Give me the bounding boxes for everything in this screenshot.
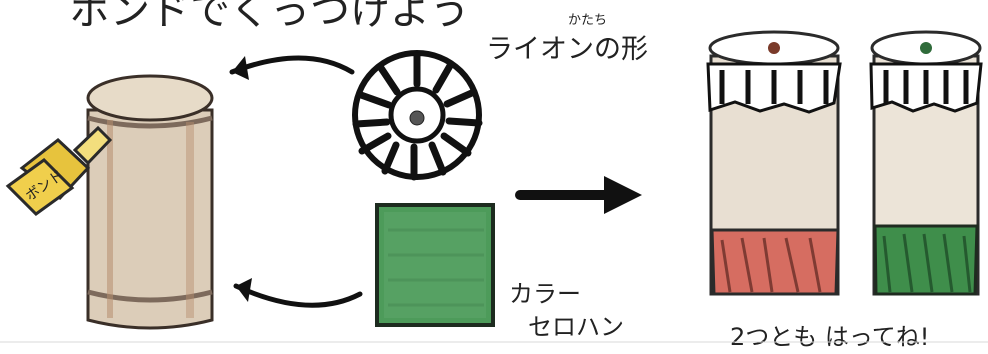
title-text: ボンドでくっつけよう	[70, 0, 470, 34]
cellophane-label-line2: セロハン	[528, 313, 624, 341]
lion-shape-label: ライオンの形	[486, 34, 648, 65]
cellophane-label-line1: カラー	[509, 280, 581, 308]
big-right-arrow	[515, 176, 642, 214]
lion-shape-disk	[352, 50, 483, 181]
arrow-to-tube-top	[229, 55, 355, 80]
bond-bottle: ボンド	[5, 125, 113, 216]
green-cellophane	[375, 203, 495, 327]
attach-both-text: 2つとも はってね!	[730, 323, 929, 351]
paper-tube-left	[86, 74, 214, 330]
lion-shape-ruby: かたち	[568, 13, 607, 28]
arrow-to-tube-bottom	[233, 278, 363, 308]
finished-tube-green	[869, 30, 983, 296]
finished-tube-red	[706, 30, 842, 296]
